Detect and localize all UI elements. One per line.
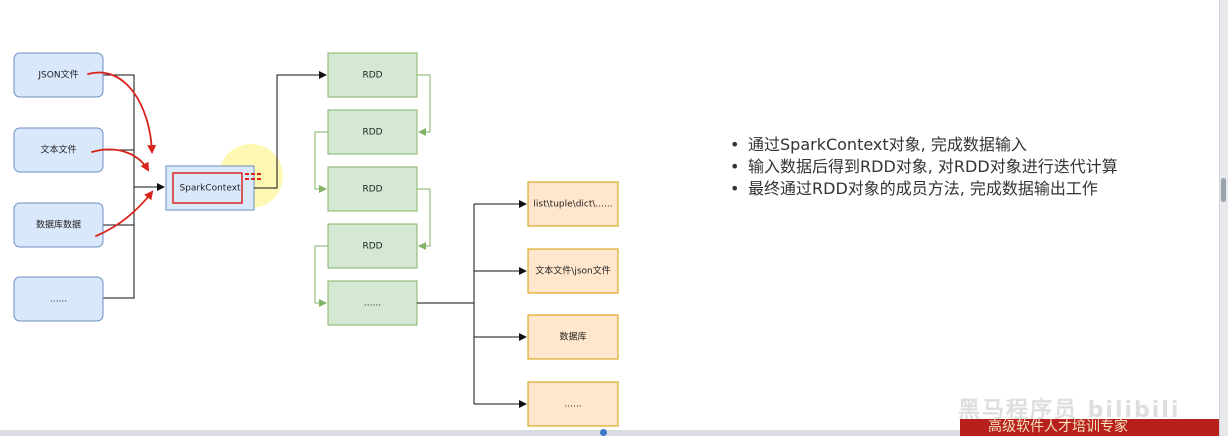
output-database-node: 数据库 [527,314,619,360]
watermark-logo: 黑马程序员 bilibili [958,398,1181,423]
source-text-label: 文本文件 [40,144,76,156]
sparkcontext-node: SparkContext [165,165,255,211]
rdd-chain-connectors [314,74,431,307]
rdd-label: RDD [362,242,382,252]
output-files-label: 文本文件\json文件 [535,265,610,277]
rdd-node-1: RDD [327,52,418,98]
output-database-label: 数据库 [559,331,586,343]
sparkcontext-label: SparkContext [179,184,241,194]
source-text-node: 文本文件 [13,127,104,173]
source-db-label: 数据库数据 [36,219,81,231]
rdd-label: RDD [362,185,382,195]
red-annotation-arrows [87,71,157,237]
summary-bullet-list: 通过SparkContext对象, 完成数据输入 输入数据后得到RDD对象, 对… [730,134,1118,200]
bullet-item: 最终通过RDD对象的成员方法, 完成数据输出工作 [730,178,1118,200]
progress-handle[interactable] [600,429,607,436]
rdd-node-more: ...... [327,280,418,326]
output-more-node: ...... [527,381,619,427]
rdd-more-label: ...... [364,299,381,309]
rdd-label: RDD [362,71,382,81]
red-dash-marks [245,173,262,180]
output-collections-node: list\tuple\dict\...... [527,181,619,227]
source-json-node: JSON文件 [13,52,104,98]
brand-banner: 高级软件人才培训专家 [960,419,1219,436]
source-more-node: ...... [13,276,104,322]
output-collections-label: list\tuple\dict\...... [533,200,612,210]
output-files-node: 文本文件\json文件 [527,248,619,294]
context-to-rdd-arrow [254,71,327,189]
scrollbar-thumb[interactable] [1221,178,1226,202]
rdd-node-2: RDD [327,109,418,155]
source-db-node: 数据库数据 [13,202,104,248]
output-connectors [417,200,527,408]
rdd-node-3: RDD [327,166,418,212]
right-scrollbar[interactable] [1219,0,1228,436]
source-json-label: JSON文件 [37,69,78,81]
bullet-item: 输入数据后得到RDD对象, 对RDD对象进行迭代计算 [730,156,1118,178]
bullet-item: 通过SparkContext对象, 完成数据输入 [730,134,1118,156]
bottom-progress-bar[interactable] [0,430,1219,436]
rdd-node-4: RDD [327,223,418,269]
rdd-label: RDD [362,128,382,138]
sparkcontext-red-box [172,172,243,204]
source-more-label: ...... [50,295,67,305]
source-connectors [103,74,165,299]
data-flow-diagram: JSON文件 文本文件 数据库数据 ...... SparkContext RD… [13,52,619,427]
output-more-label: ...... [564,400,581,410]
